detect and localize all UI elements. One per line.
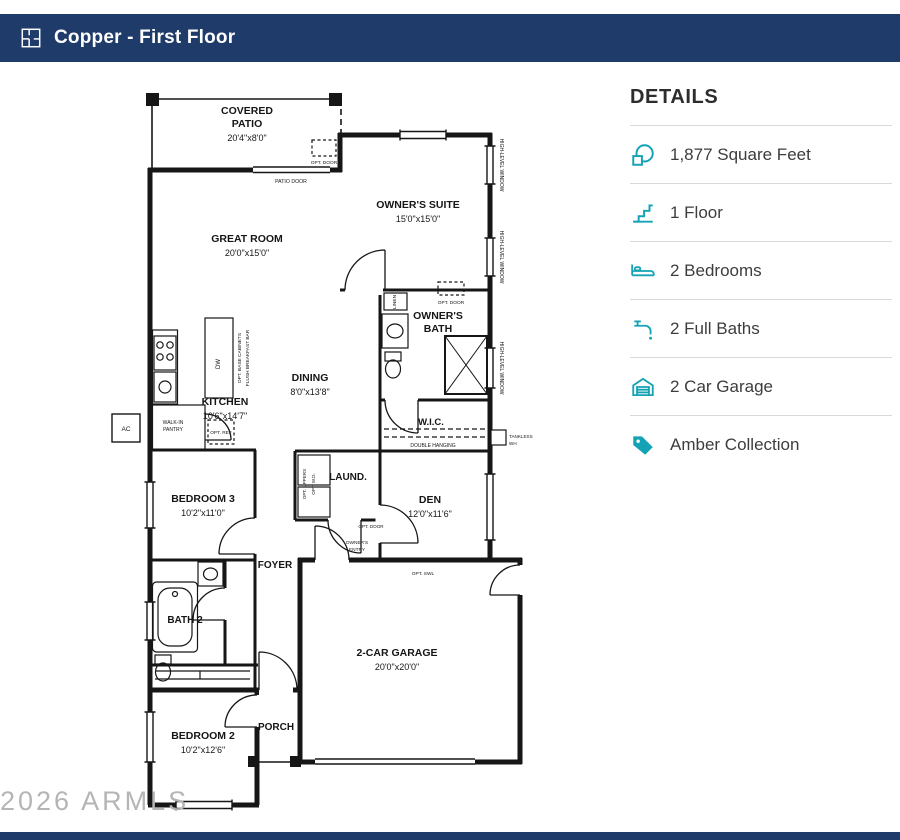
plan-label: ENTRY	[349, 547, 366, 553]
plan-label: 12'0"x11'6"	[408, 509, 452, 519]
plan-label: HIGH-LEVEL WINDOW	[498, 231, 504, 284]
bath-icon	[630, 316, 656, 342]
footer-bar	[0, 832, 900, 840]
plan-label: FOYER	[258, 560, 293, 571]
plan-label: PATIO DOOR	[275, 179, 307, 185]
plan-label: OWNER'S SUITE	[376, 199, 460, 211]
plan-label: OWNER'S	[413, 310, 463, 322]
plan-label: OPT. UPPERS	[302, 469, 307, 499]
plan-label: WALK-IN	[163, 420, 184, 426]
watermark: 2026 ARMLS	[0, 786, 190, 816]
details-item-garage: 2 Car Garage	[630, 358, 892, 416]
plan-label: OPT. DOOR	[438, 300, 465, 306]
wall-openings	[144, 129, 526, 811]
details-item-label: 1,877 Square Feet	[670, 144, 811, 164]
plan-label: 15'0"x15'0"	[396, 214, 440, 224]
patio-porch-outline	[146, 93, 342, 767]
details-item-baths: 2 Full Baths	[630, 300, 892, 358]
floor-icon	[630, 200, 656, 226]
plan-label: BATH	[424, 323, 452, 335]
details-item-label: 1 Floor	[670, 202, 723, 222]
plan-label: 10'2"x11'0"	[181, 508, 225, 518]
details-panel: DETAILS 1,877 Square Feet 1 Floor	[630, 86, 892, 473]
details-item-floors: 1 Floor	[630, 184, 892, 242]
plan-label: W.I.C.	[418, 417, 444, 428]
details-item-square-feet: 1,877 Square Feet	[630, 126, 892, 184]
header-bar: Copper - First Floor	[0, 14, 900, 62]
plan-label: BATH 2	[167, 615, 203, 626]
details-list: 1,877 Square Feet 1 Floor 2 Bedrooms	[630, 125, 892, 473]
plan-label: DEN	[419, 494, 441, 506]
plan-label: OWNER'S	[346, 540, 369, 546]
tag-icon	[630, 432, 656, 458]
plan-label: PATIO	[232, 118, 263, 130]
plan-label: GREAT ROOM	[211, 233, 283, 245]
plan-label: 8'0"x13'8"	[290, 387, 329, 397]
plan-label: COVERED	[221, 105, 273, 117]
interior-walls	[150, 288, 490, 691]
plan-label: PORCH	[258, 722, 294, 733]
area-icon	[630, 142, 656, 168]
details-item-label: 2 Bedrooms	[670, 260, 762, 280]
details-item-label: 2 Car Garage	[670, 376, 773, 396]
fixtures	[111, 139, 507, 682]
plan-label: 10'2"x12'6"	[181, 745, 225, 755]
exterior-walls	[147, 132, 523, 808]
plan-label: AC	[121, 426, 130, 433]
plan-label: BEDROOM 3	[171, 493, 235, 505]
plan-label: 20'0"x15'0"	[225, 248, 269, 258]
plan-label: 10'6"x14'7"	[203, 411, 247, 421]
plan-label: TANKLESS	[509, 434, 533, 439]
plan-label: HIGH-LEVEL WINDOW	[498, 342, 504, 395]
plan-label: 2-CAR GARAGE	[356, 647, 437, 659]
plan-label: KITCHEN	[202, 396, 249, 408]
plan-label: OPT. BASE CABINETS	[237, 333, 243, 383]
plan-label: WH	[509, 441, 517, 446]
plan-label: DINING	[292, 372, 329, 384]
header-title: Copper - First Floor	[54, 27, 236, 48]
garage-icon	[630, 374, 656, 400]
plan-label: HIGH-LEVEL WINDOW	[498, 139, 504, 192]
plan-label: LINEN	[392, 294, 398, 309]
floorplan-icon	[20, 27, 42, 49]
details-item-label: 2 Full Baths	[670, 318, 760, 338]
plan-label: DW	[216, 359, 222, 369]
plan-label: PANTRY	[163, 427, 183, 433]
details-item-label: Amber Collection	[670, 434, 800, 454]
plan-label: FLUSH BREAKFAST BAR	[245, 329, 251, 386]
plan-label: OPT. REF	[210, 430, 232, 436]
plan-label: OPT. W.D.	[311, 473, 316, 494]
plan-label: 20'0"x20'0"	[375, 662, 419, 672]
details-item-bedrooms: 2 Bedrooms	[630, 242, 892, 300]
plan-label: BEDROOM 2	[171, 730, 235, 742]
plan-label: LAUND.	[329, 472, 367, 483]
plan-label: OPT. DOOR	[358, 524, 384, 529]
window-lines	[144, 129, 496, 811]
plan-label: OPT. DOOR	[311, 160, 338, 166]
details-item-collection: Amber Collection	[630, 416, 892, 473]
door-swings	[192, 249, 521, 728]
bed-icon	[630, 258, 656, 284]
plan-label: 20'4"x8'0"	[227, 133, 266, 143]
plan-label: DOUBLE HANGING	[410, 443, 455, 449]
details-heading: DETAILS	[630, 86, 719, 108]
plan-label: OPT. SWL	[412, 571, 435, 577]
